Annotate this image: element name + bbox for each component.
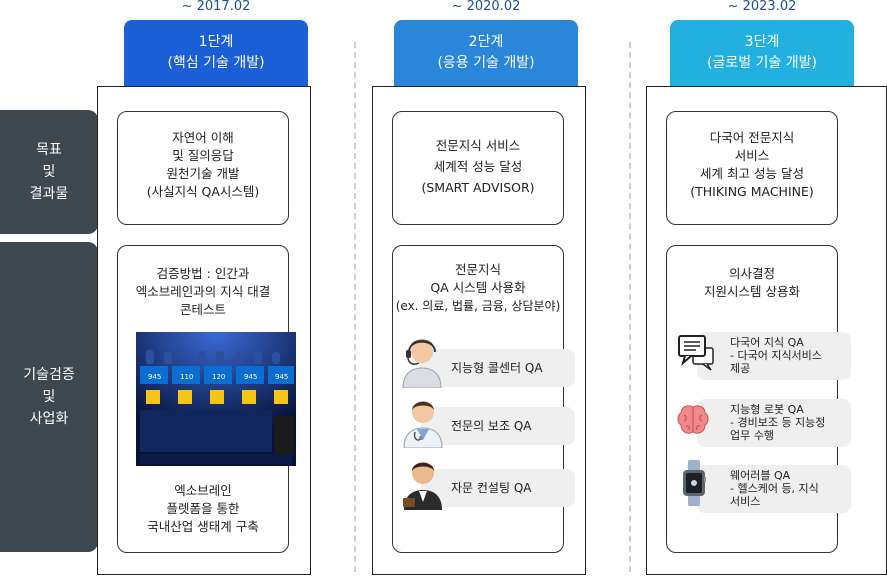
stage2-date: ~ 2020.02 — [451, 0, 521, 14]
stage3-column: 다국어 전문지식 서비스 세계 최고 성능 달성 (THIKING MACHIN… — [646, 86, 887, 575]
verify-line: 의사결정 — [728, 266, 775, 281]
score-label: 110 — [180, 373, 194, 381]
goal-line: 세계적 성능 달성 — [433, 159, 523, 174]
row-label-text: 목표 — [36, 142, 62, 158]
call-center-agent-icon — [402, 339, 442, 388]
chat-bubble-icon — [678, 335, 714, 371]
score-label: 945 — [148, 373, 162, 381]
stage3-goal-box: 다국어 전문지식 서비스 세계 최고 성능 달성 (THIKING MACHIN… — [666, 111, 838, 225]
stage2-verify-box: 전문지식 QA 시스템 사용화 (ex. 의료, 법률, 금융, 상담분야) 지… — [392, 245, 575, 553]
stage2-goal-box: 전문지식 서비스 세계적 성능 달성 (SMART ADVISOR) — [392, 111, 564, 225]
verify-line: 검증방법 : 인간과 — [156, 266, 250, 281]
stage3-verify-box: 의사결정 지원시스템 상용화 다국어 지식 QA - 다국어 지식서비스 제공 … — [666, 245, 851, 553]
outcome-line: 플렛폼을 통한 — [166, 501, 240, 516]
multilingual-qa-label: 다국어 지식 QA - 다국어 지식서비스 제공 — [730, 336, 822, 375]
stage1-date: ~ 2017.02 — [181, 0, 251, 14]
stage1-goal-box: 자연어 이해 및 질의응답 원천기술 개발 (사실지식 QA시스템) — [117, 111, 289, 225]
goal-line: 세계 최고 성능 달성 — [700, 166, 804, 181]
stage3-date: ~ 2023.02 — [727, 0, 797, 14]
consultant-icon — [403, 462, 442, 510]
stage1-title: 1단계 — [198, 34, 234, 50]
goal-line: (SMART ADVISOR) — [421, 180, 535, 195]
smartwatch-icon — [683, 460, 706, 506]
verify-line: 전문지식 — [454, 262, 501, 277]
goal-line: 전문지식 서비스 — [435, 138, 521, 153]
verify-line: 엑소브레인과의 지식 대결 — [135, 284, 271, 299]
goal-line: (사실지식 QA시스템) — [146, 184, 260, 199]
goal-line: 다국어 전문지식 — [709, 130, 795, 145]
stage2-header: 2단계 (응용 기술 개발) — [394, 20, 578, 86]
row-label-goals: 목표 및 결과물 — [0, 110, 98, 234]
row-label-text: 및 — [42, 389, 56, 405]
feature-pill: 지능형 로봇 QA - 경비보조 등 지능정 업무 수행 — [697, 399, 851, 447]
row-label-text: 사업화 — [29, 411, 69, 427]
row-label-text: 기술검증 — [23, 367, 75, 383]
stage1-header: 1단계 (핵심 기술 개발) — [124, 20, 308, 86]
doctor-qa-label: 전문의 보조 QA — [451, 419, 532, 433]
stage-divider — [629, 42, 631, 572]
stage3-header: 3단계 (글로벌 기술 개발) — [670, 20, 854, 86]
doctor-icon — [403, 401, 443, 448]
stage3-title: 3단계 — [744, 34, 780, 50]
stage2-column: 전문지식 서비스 세계적 성능 달성 (SMART ADVISOR) 전문지식 … — [372, 86, 586, 575]
consulting-qa-label: 자문 컨설팅 QA — [451, 481, 532, 495]
stage1-subtitle: (핵심 기술 개발) — [167, 55, 265, 71]
stage3-subtitle: (글로벌 기술 개발) — [707, 55, 817, 71]
brain-icon — [677, 405, 709, 434]
goal-line: 자연어 이해 — [172, 130, 234, 145]
robot-qa-label: 지능형 로봇 QA - 경비보조 등 지능정 업무 수행 — [730, 403, 826, 442]
row-label-text: 결과물 — [29, 186, 69, 202]
stage2-subtitle: (응용 기술 개발) — [437, 55, 535, 71]
callcenter-qa-label: 지능형 콜센터 QA — [451, 361, 543, 375]
feature-pill: 다국어 지식 QA - 다국어 지식서비스 제공 — [697, 332, 851, 380]
goal-line: 서비스 — [734, 148, 770, 163]
goal-line: 및 질의응답 — [172, 148, 234, 163]
stage2-title: 2단계 — [468, 34, 504, 50]
outcome-line: 국내산업 생태계 구축 — [147, 519, 259, 534]
row-label-text: 및 — [42, 164, 56, 180]
outcome-line: 엑소브레인 — [174, 483, 232, 498]
service-pill — [421, 349, 575, 387]
service-pill — [421, 469, 575, 507]
score-label: 945 — [244, 373, 258, 381]
goal-line: (THIKING MACHINE) — [690, 184, 814, 199]
wearable-qa-label: 웨어러블 QA - 헬스케어 등, 지식 서비스 — [730, 469, 819, 508]
feature-pill: 웨어러블 QA - 헬스케어 등, 지식 서비스 — [697, 465, 851, 513]
verify-line: 콘테스트 — [179, 302, 226, 317]
stage-divider — [354, 42, 356, 572]
row-label-tech: 기술검증 및 사업화 — [0, 242, 98, 552]
stage1-column: 자연어 이해 및 질의응답 원천기술 개발 (사실지식 QA시스템) 검증방법 … — [97, 86, 311, 575]
verify-line: 지원시스템 상용화 — [704, 284, 800, 299]
score-label: 945 — [275, 373, 289, 381]
stage1-verify-box: 검증방법 : 인간과 엑소브레인과의 지식 대결 콘테스트 — [117, 245, 296, 553]
goal-line: 원천기술 개발 — [166, 166, 240, 181]
score-label: 120 — [212, 373, 226, 381]
verify-line: QA 시스템 사용화 — [430, 280, 526, 295]
service-pill — [421, 407, 575, 445]
quiz-show-image: 945 110 120 945 945 — [136, 332, 296, 466]
verify-line: (ex. 의료, 법률, 금융, 상담분야) — [395, 299, 561, 313]
